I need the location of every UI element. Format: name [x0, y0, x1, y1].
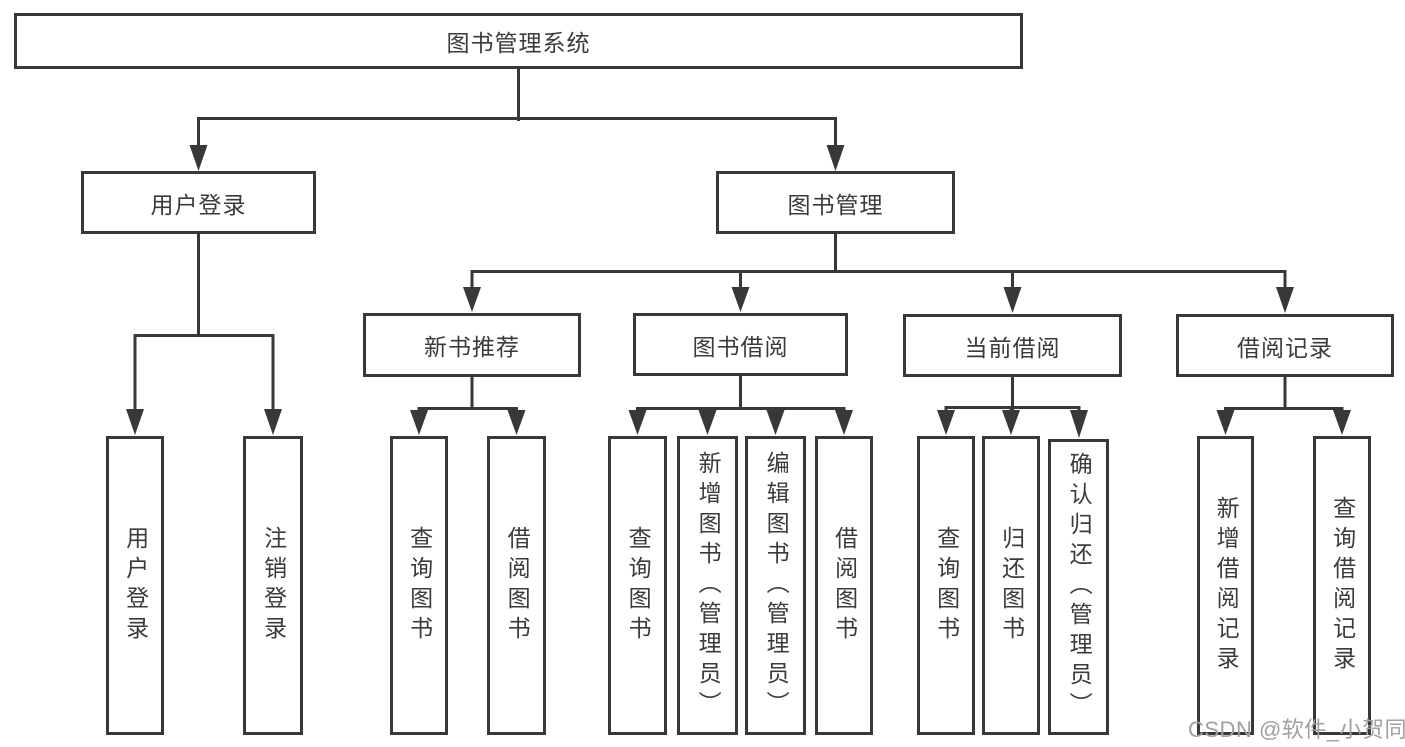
leaf-edit-book-admin: 编辑图书（管理员）	[745, 436, 806, 735]
leaf-return-book-label: 归还图书	[998, 525, 1025, 646]
node-root-label: 图书管理系统	[446, 30, 591, 56]
arrowhead-icon	[766, 410, 785, 435]
node-current-borrow-label: 当前借阅	[964, 334, 1061, 361]
leaf-query-book-2-label: 查询图书	[625, 525, 652, 646]
arrowhead-icon	[698, 410, 717, 435]
leaf-confirm-return-admin-label: 确认归还（管理员）	[1066, 452, 1093, 722]
arrowhead-icon	[835, 410, 853, 435]
arrowhead-icon	[126, 409, 144, 435]
leaf-query-book-3-label: 查询图书	[933, 525, 960, 646]
leaf-user-login: 用户登录	[106, 436, 164, 735]
node-book-borrow-label: 图书借阅	[692, 333, 789, 360]
arrowhead-icon	[731, 287, 750, 312]
leaf-borrow-book-2-label: 借阅图书	[831, 525, 858, 646]
leaf-borrow-book-2: 借阅图书	[815, 436, 873, 735]
leaf-edit-book-admin-label: 编辑图书（管理员）	[763, 450, 790, 721]
arrowhead-icon	[826, 145, 845, 171]
arrowhead-icon	[1276, 287, 1294, 313]
leaf-add-book-admin: 新增图书（管理员）	[677, 436, 738, 735]
node-borrow-record: 借阅记录	[1176, 314, 1394, 377]
leaf-add-borrow-record-label: 新增借阅记录	[1213, 495, 1240, 676]
leaf-logout-label: 注销登录	[260, 525, 287, 646]
connector-root-to-level2	[189, 69, 845, 171]
leaf-query-book-1-label: 查询图书	[406, 525, 433, 646]
arrowhead-icon	[410, 410, 428, 435]
connector-borrow-record-to-children	[1216, 377, 1351, 435]
arrowhead-icon	[1003, 287, 1022, 313]
node-user-login: 用户登录	[81, 171, 316, 234]
csdn-watermark: CSDN @软件_小贺同学	[1188, 717, 1405, 742]
connector-current-borrow-to-children	[937, 377, 1088, 438]
node-book-mgmt: 图书管理	[716, 171, 955, 234]
leaf-add-book-admin-label: 新增图书（管理员）	[695, 450, 722, 721]
node-borrow-record-label: 借阅记录	[1237, 334, 1333, 361]
arrowhead-icon	[1070, 410, 1088, 438]
connector-new-book-rec-to-children	[410, 377, 526, 435]
leaf-query-book-1: 查询图书	[390, 436, 448, 735]
leaf-confirm-return-admin: 确认归还（管理员）	[1048, 439, 1109, 735]
arrowhead-icon	[189, 145, 208, 171]
arrowhead-icon	[628, 410, 647, 435]
arrowhead-icon	[507, 410, 526, 435]
arrowhead-icon	[1002, 410, 1020, 435]
leaf-add-borrow-record: 新增借阅记录	[1197, 436, 1254, 735]
leaf-query-borrow-record: 查询借阅记录	[1313, 436, 1371, 735]
leaf-return-book: 归还图书	[982, 436, 1040, 735]
leaf-query-book-3: 查询图书	[917, 436, 975, 735]
connector-user-login-to-children	[126, 234, 282, 435]
leaf-query-borrow-record-label: 查询借阅记录	[1329, 495, 1356, 676]
connector-book-mgmt-to-level3	[463, 234, 1294, 313]
arrowhead-icon	[264, 409, 282, 435]
arrowhead-icon	[937, 410, 955, 435]
node-book-mgmt-label: 图书管理	[787, 191, 884, 218]
arrowhead-icon	[463, 287, 481, 312]
leaf-query-book-2: 查询图书	[608, 436, 667, 735]
node-current-borrow: 当前借阅	[903, 314, 1122, 377]
leaf-logout: 注销登录	[243, 436, 303, 735]
node-new-book-rec: 新书推荐	[363, 313, 581, 377]
node-new-book-rec-label: 新书推荐	[424, 334, 520, 360]
node-user-login-label: 用户登录	[150, 191, 247, 218]
node-book-borrow: 图书借阅	[633, 313, 848, 376]
leaf-borrow-book-1-label: 借阅图书	[504, 525, 531, 646]
connector-book-borrow-to-children	[628, 375, 853, 435]
arrowhead-icon	[1216, 410, 1235, 435]
leaf-user-login-label: 用户登录	[122, 525, 149, 646]
arrowhead-icon	[1333, 410, 1351, 435]
leaf-borrow-book-1: 借阅图书	[487, 436, 546, 735]
node-root: 图书管理系统	[14, 13, 1023, 69]
